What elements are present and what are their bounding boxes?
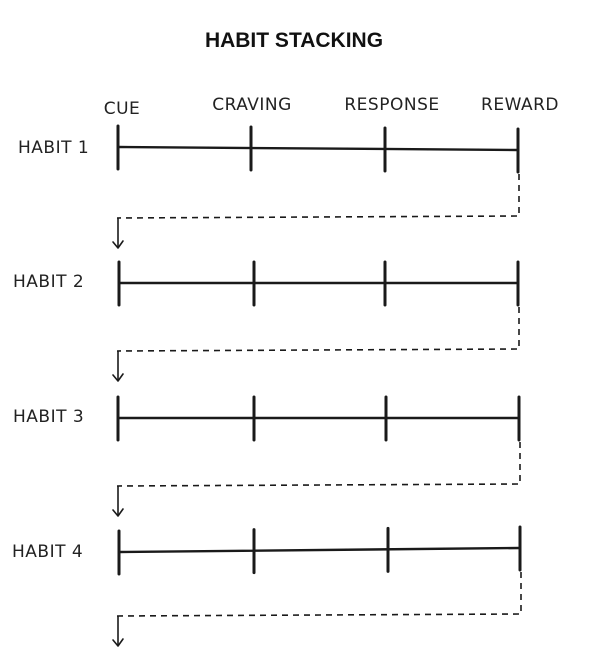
stage-label-reward: REWARD <box>481 95 559 115</box>
stage-label-cue: CUE <box>104 99 141 119</box>
habit-timeline-4 <box>117 546 522 554</box>
habit-label-3: HABIT 3 <box>13 407 84 427</box>
habit-timeline-1 <box>116 145 520 152</box>
stack-connector-4 <box>116 572 522 617</box>
habit-row-3: HABIT 3 <box>13 395 521 517</box>
stage-labels: CUE CRAVING RESPONSE REWARD <box>104 95 559 119</box>
down-arrow-icon <box>112 508 124 517</box>
habit-row-4: HABIT 4 <box>12 525 522 647</box>
habit-label-2: HABIT 2 <box>13 272 84 292</box>
habit-row-2: HABIT 2 <box>13 260 520 382</box>
stack-connector-2 <box>116 307 520 352</box>
habit-label-4: HABIT 4 <box>12 542 83 562</box>
habit-label-1: HABIT 1 <box>18 138 89 158</box>
diagram-title: HABIT STACKING <box>205 29 383 52</box>
down-arrow-icon <box>112 373 124 382</box>
habit-rows: HABIT 1 HABIT 2 HABIT 3 HABIT 4 <box>12 124 522 647</box>
stage-label-craving: CRAVING <box>212 95 292 115</box>
stage-label-response: RESPONSE <box>344 95 439 115</box>
down-arrow-icon <box>112 240 124 249</box>
down-arrow-icon <box>112 638 124 647</box>
stack-connector-3 <box>116 442 521 487</box>
habit-row-1: HABIT 1 <box>18 124 520 249</box>
stack-connector-1 <box>116 174 520 219</box>
